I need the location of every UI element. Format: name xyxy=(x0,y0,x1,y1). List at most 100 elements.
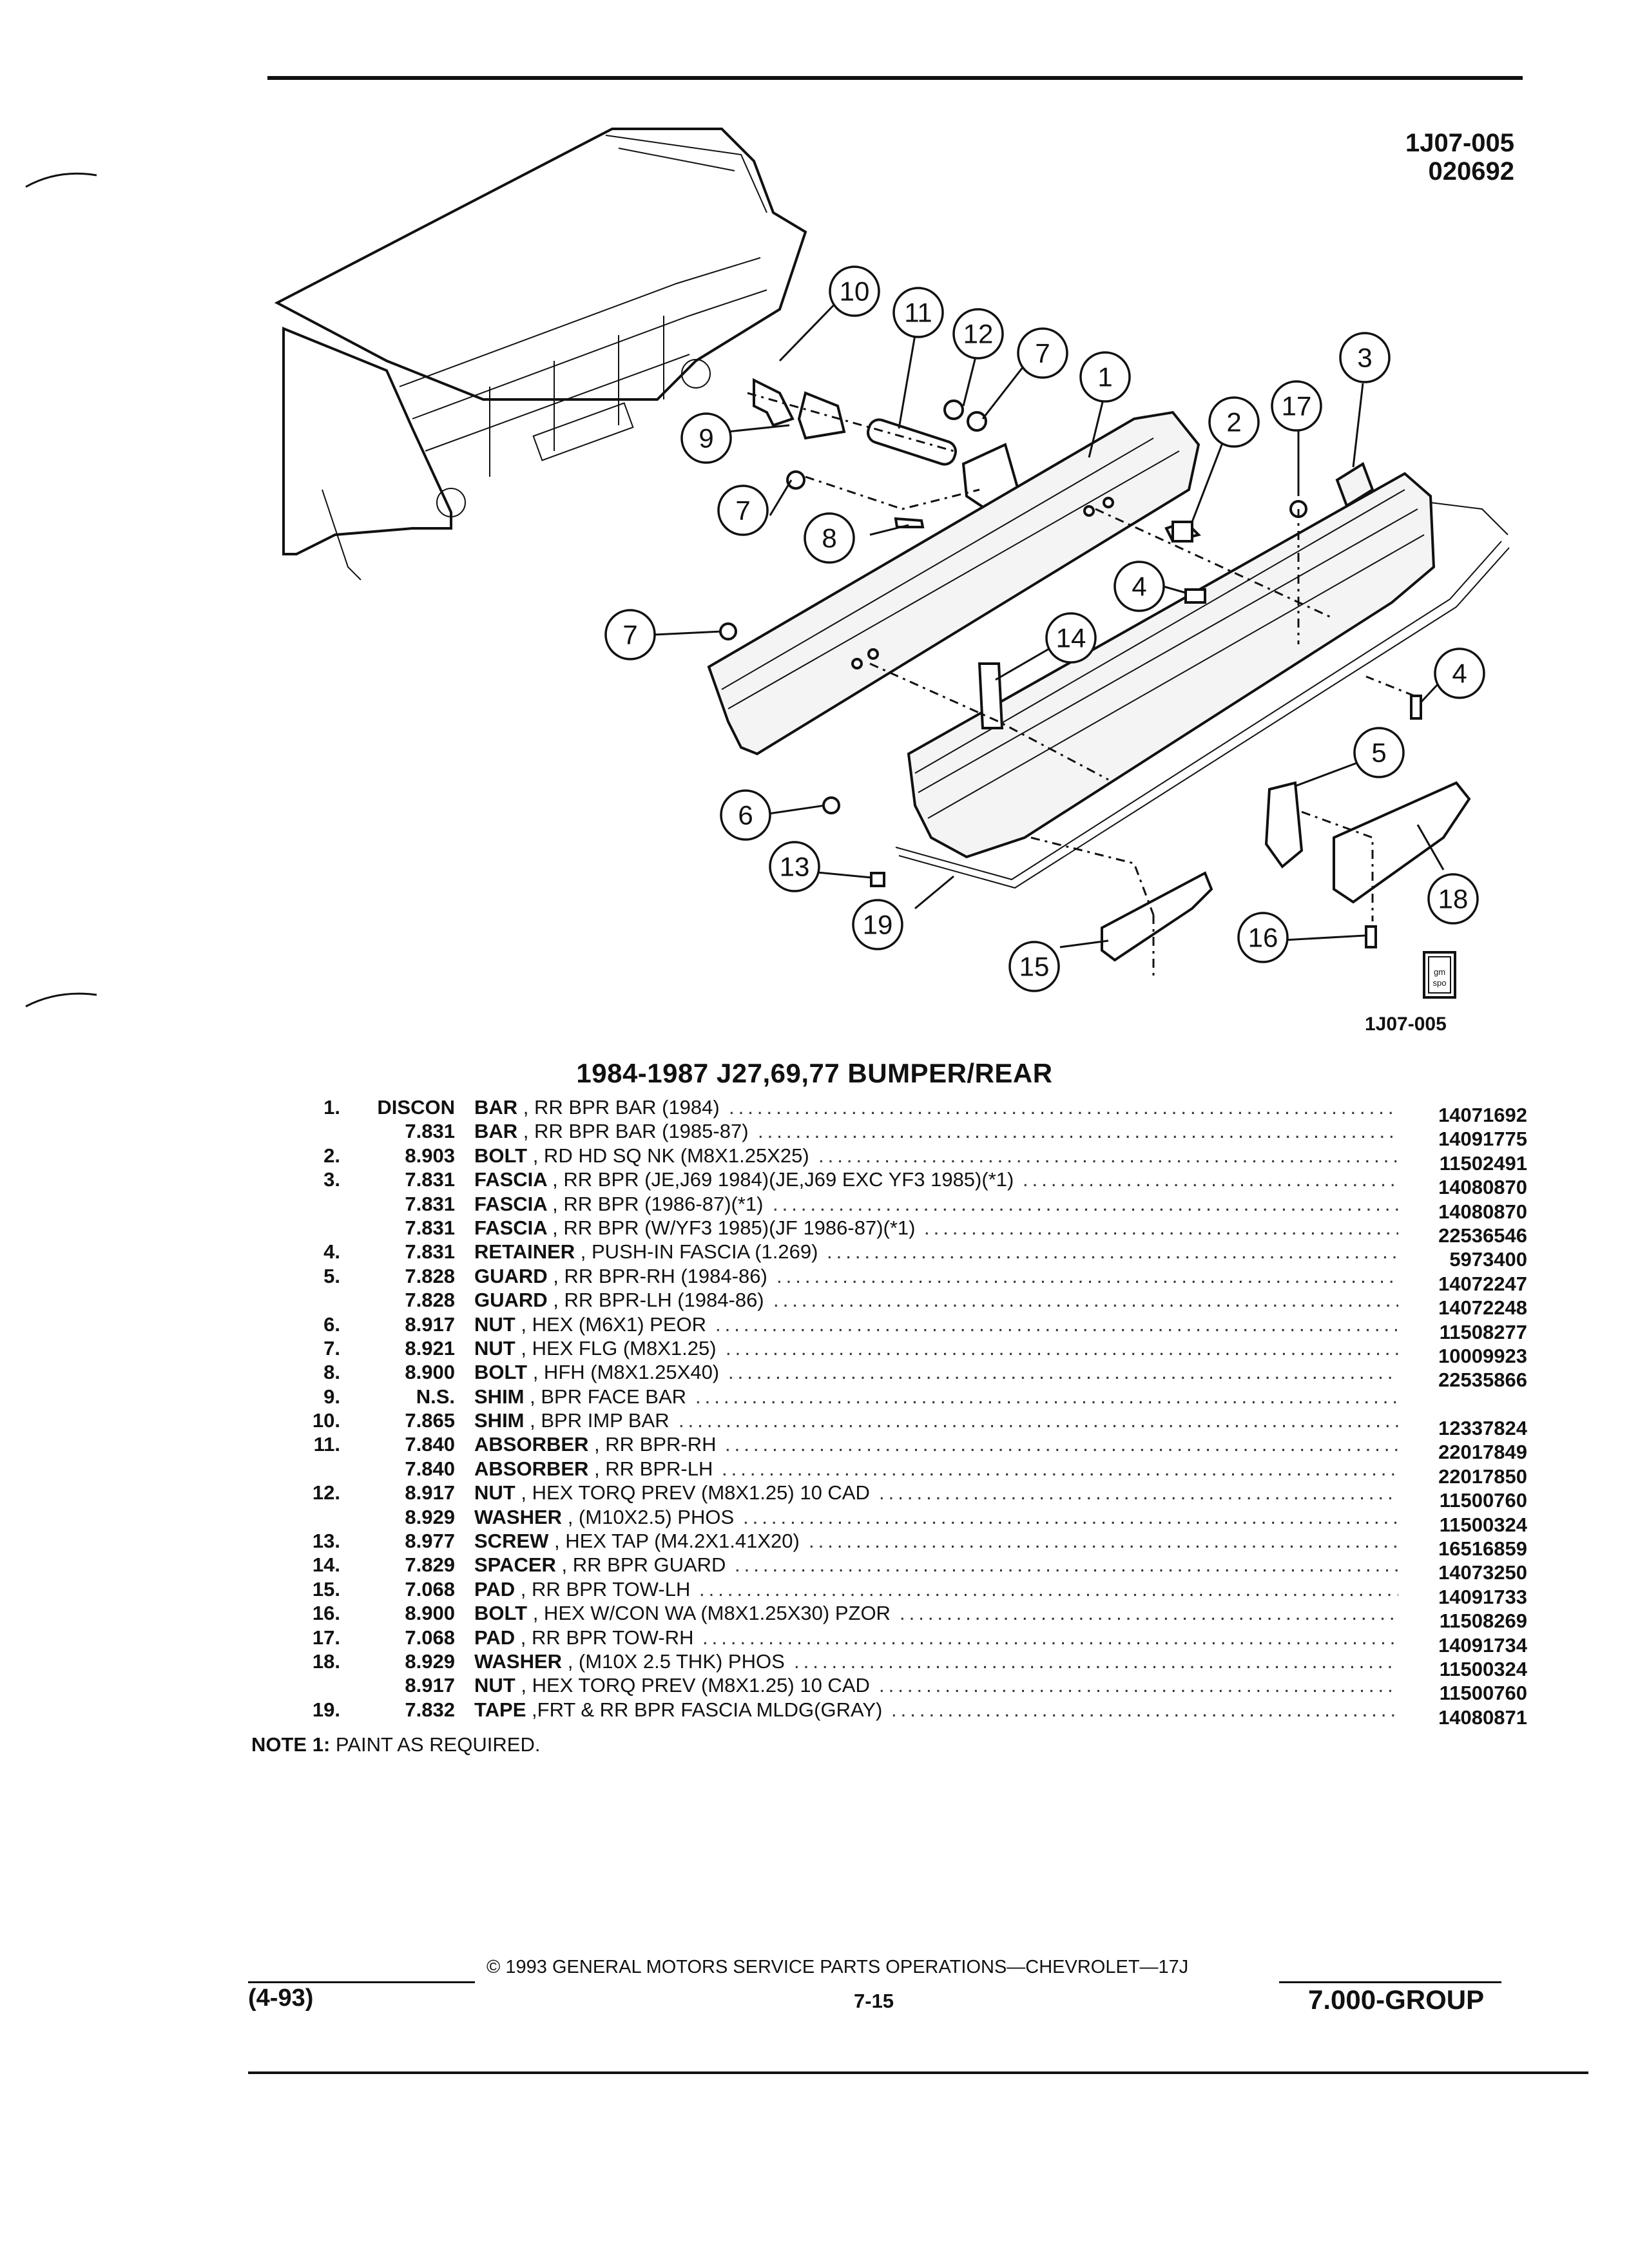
part-name: NUT xyxy=(474,1312,516,1336)
part-name: BOLT xyxy=(474,1361,528,1384)
svg-text:7: 7 xyxy=(735,495,750,526)
bolt-fastener xyxy=(1365,925,1377,948)
part-name-wrap: PAD , RR BPR TOW-LH xyxy=(474,1577,690,1601)
part-row: 9.N.S.SHIM , BPR FACE BAR...............… xyxy=(245,1385,1527,1408)
dot-leader: ........................................… xyxy=(924,1216,1398,1239)
part-number: 11508277 xyxy=(1439,1320,1527,1343)
part-ref-number: 2. xyxy=(323,1144,340,1167)
part-name-wrap: GUARD , RR BPR-RH (1984-86) xyxy=(474,1264,767,1288)
part-name: FASCIA xyxy=(474,1192,547,1215)
part-number: 22017850 xyxy=(1438,1465,1527,1488)
part-ref-number: 14. xyxy=(312,1553,340,1577)
assembly-line xyxy=(805,476,980,510)
callout-16: 16 xyxy=(1237,912,1289,963)
part-name-wrap: BOLT , HEX W/CON WA (M8X1.25X30) PZOR xyxy=(474,1601,891,1625)
dot-leader: ........................................… xyxy=(879,1481,1398,1504)
note: NOTE 1: PAINT AS REQUIRED. xyxy=(251,1733,540,1756)
part-name: BAR xyxy=(474,1120,518,1143)
callout-7: 7 xyxy=(1017,327,1068,379)
part-description: , HFH (M8X1.25X40) xyxy=(532,1361,720,1384)
part-group-code: 7.068 xyxy=(405,1626,455,1649)
fascia-tape xyxy=(1430,502,1509,535)
part-group-code: N.S. xyxy=(416,1385,455,1408)
part-name-wrap: SHIM , BPR FACE BAR xyxy=(474,1385,686,1408)
page-title: 1984-1987 J27,69,77 BUMPER/REAR xyxy=(576,1058,1053,1088)
part-number: 14091775 xyxy=(1438,1128,1527,1151)
part-group-code: DISCON xyxy=(377,1096,455,1119)
callout-12: 12 xyxy=(952,308,1004,360)
part-name: RETAINER xyxy=(474,1240,575,1264)
callout-6: 6 xyxy=(720,789,771,841)
part-group-code: 7.831 xyxy=(405,1168,455,1191)
part-name: SPACER xyxy=(474,1553,556,1577)
callout-7: 7 xyxy=(717,485,769,536)
svg-text:16: 16 xyxy=(1248,923,1278,953)
part-group-code: 8.929 xyxy=(405,1649,455,1673)
part-number: 14072248 xyxy=(1438,1296,1527,1320)
assembly-line xyxy=(1365,675,1415,697)
shims-absorber xyxy=(753,378,1020,528)
dot-leader: ........................................… xyxy=(728,1361,1398,1384)
part-ref-number: 16. xyxy=(312,1602,340,1625)
part-description: , RR BPR (JE,J69 1984)(JE,J69 EXC YF3 19… xyxy=(552,1168,1014,1191)
part-group-code: 7.832 xyxy=(405,1698,455,1721)
part-name: SHIM xyxy=(474,1385,525,1408)
note-label: NOTE 1: xyxy=(251,1733,331,1756)
svg-text:10: 10 xyxy=(840,276,870,307)
part-group-code: 7.840 xyxy=(405,1457,455,1480)
part-description: , HEX TORQ PREV (M8X1.25) 10 CAD xyxy=(521,1674,870,1697)
part-name: ABSORBER xyxy=(474,1433,589,1456)
part-number: 11500324 xyxy=(1439,1513,1527,1536)
dot-leader: ........................................… xyxy=(729,1096,1398,1119)
car-body-rear xyxy=(274,128,807,581)
svg-text:12: 12 xyxy=(963,319,994,349)
callout-1: 1 xyxy=(1079,351,1131,403)
bottom-rule xyxy=(248,2071,1588,2074)
part-number: 5973400 xyxy=(1449,1248,1527,1271)
part-name: SCREW xyxy=(474,1530,549,1553)
part-group-code: 8.977 xyxy=(405,1530,455,1553)
callout-3: 3 xyxy=(1339,332,1391,383)
part-ref-number: 10. xyxy=(312,1409,340,1432)
header-date: 020692 xyxy=(1428,157,1514,186)
part-description: , HEX FLG (M8X1.25) xyxy=(521,1336,717,1360)
gm-spo-logo: gm spo xyxy=(1423,951,1456,999)
part-name: BOLT xyxy=(474,1144,528,1167)
part-group-code: 8.917 xyxy=(405,1674,455,1697)
part-ref-number: 4. xyxy=(323,1240,340,1264)
part-description: , RD HD SQ NK (M8X1.25X25) xyxy=(532,1144,809,1167)
part-number: 11500324 xyxy=(1439,1657,1527,1680)
part-ref-number: 19. xyxy=(312,1698,340,1721)
callout-10: 10 xyxy=(829,265,880,317)
part-group-code: 7.829 xyxy=(405,1553,455,1577)
part-ref-number: 8. xyxy=(323,1361,340,1384)
part-description: , (M10X2.5) PHOS xyxy=(567,1505,735,1528)
part-group-code: 8.900 xyxy=(405,1602,455,1625)
part-number: 14080871 xyxy=(1438,1706,1527,1729)
part-description: , RR BPR BAR (1985-87) xyxy=(523,1120,749,1143)
margin-mark xyxy=(25,172,97,188)
svg-text:2: 2 xyxy=(1226,407,1241,437)
part-name-wrap: SHIM , BPR IMP BAR xyxy=(474,1408,670,1432)
part-name: NUT xyxy=(474,1674,516,1697)
footer-date: (4-93) xyxy=(248,1984,314,2012)
part-name: TAPE xyxy=(474,1698,526,1721)
part-ref-number: 12. xyxy=(312,1481,340,1504)
callout-11: 11 xyxy=(892,287,944,338)
svg-text:13: 13 xyxy=(780,852,810,882)
svg-text:18: 18 xyxy=(1438,884,1469,914)
part-number: 16516859 xyxy=(1438,1537,1527,1561)
part-name-wrap: BAR , RR BPR BAR (1985-87) xyxy=(474,1119,749,1143)
svg-text:8: 8 xyxy=(822,523,836,553)
bumper-exploded-diagram: 10 11 12 7 1 3 17 2 9 7 8 4 7 14 4 5 6 1… xyxy=(25,128,1510,1008)
dot-leader: ........................................… xyxy=(776,1264,1398,1287)
part-name-wrap: TAPE ,FRT & RR BPR FASCIA MLDG(GRAY) xyxy=(474,1698,882,1722)
part-name-wrap: SCREW , HEX TAP (M4.2X1.41X20) xyxy=(474,1529,800,1553)
part-group-code: 8.921 xyxy=(405,1336,455,1360)
